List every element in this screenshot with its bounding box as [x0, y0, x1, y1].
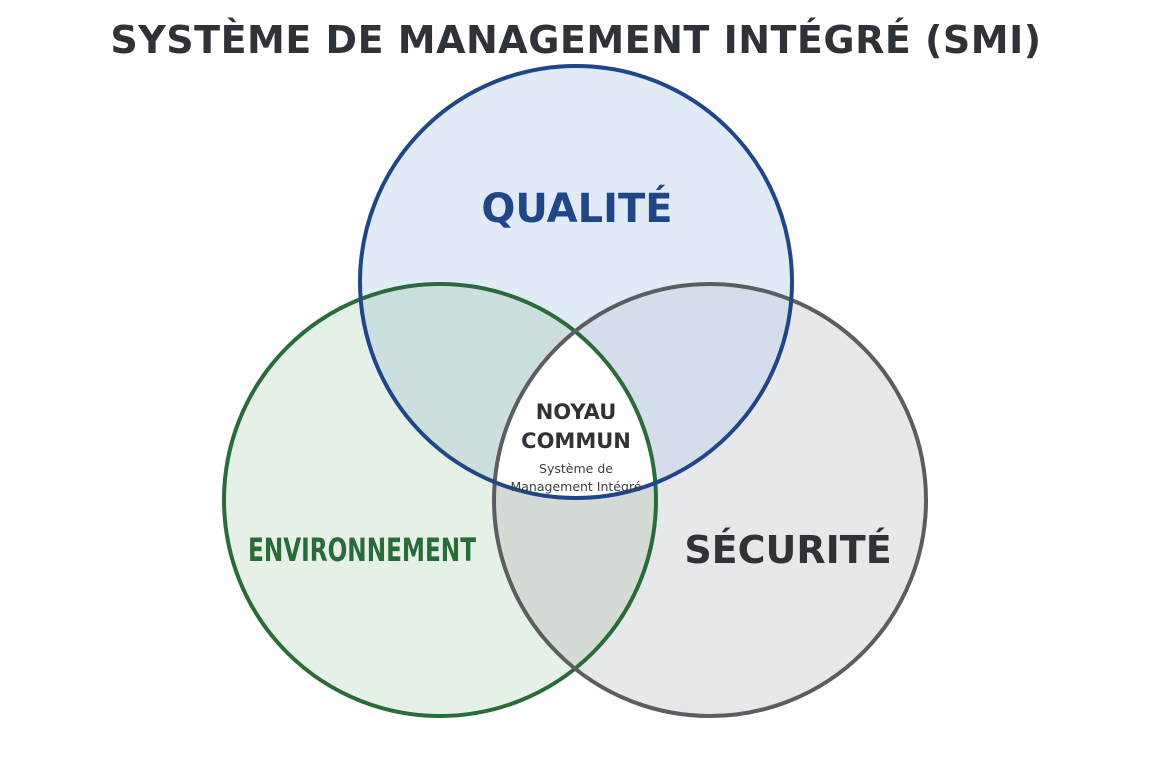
- environnement-label: ENVIRONNEMENT: [248, 531, 476, 569]
- securite-circle-outline: [492, 282, 928, 718]
- qualite-label: QUALITÉ: [481, 184, 672, 232]
- diagram-title: SYSTÈME DE MANAGEMENT INTÉGRÉ (SMI): [110, 18, 1042, 62]
- core-subtitle-line2: Management Intégré: [510, 479, 641, 494]
- core-region: [494, 284, 656, 498]
- qualite-circle-outline: [358, 64, 794, 500]
- core-title-line1: NOYAU: [536, 400, 617, 424]
- environnement-circle-outline: [222, 282, 658, 718]
- core-title-line2: COMMUN: [521, 429, 631, 453]
- core-subtitle-line1: Système de: [539, 461, 613, 476]
- securite-label: SÉCURITÉ: [684, 528, 891, 572]
